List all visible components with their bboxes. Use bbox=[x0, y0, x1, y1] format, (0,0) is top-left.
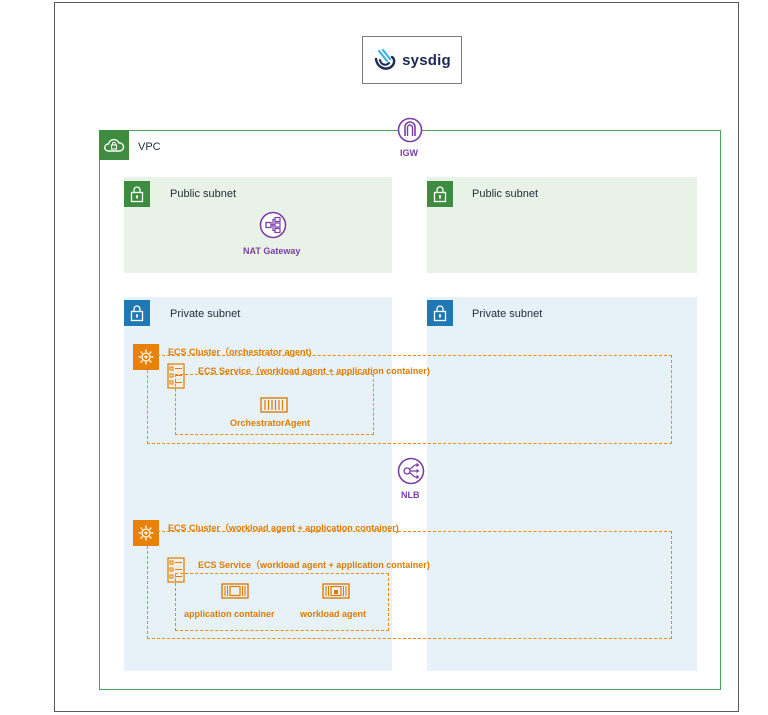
ecs-service-icon bbox=[166, 557, 186, 583]
public-subnet-left bbox=[124, 177, 392, 273]
application-container-icon bbox=[221, 583, 249, 599]
ecs-cluster-icon bbox=[133, 520, 159, 546]
application-container-label: application container bbox=[184, 609, 275, 619]
private-subnet-left bbox=[124, 297, 392, 671]
private-subnet-right bbox=[427, 297, 697, 671]
network-load-balancer-icon bbox=[397, 457, 425, 485]
internet-gateway-icon bbox=[397, 117, 423, 143]
lock-icon bbox=[124, 300, 150, 326]
public-subnet-right bbox=[427, 177, 697, 273]
nat-gateway-icon bbox=[259, 211, 287, 239]
ecs-cluster-orchestrator-boundary bbox=[147, 355, 672, 444]
ecs-cluster-workload-boundary bbox=[147, 531, 672, 639]
lock-icon bbox=[427, 181, 453, 207]
ecs-cluster-orchestrator-label: ECS Cluster（orchestrator agent) bbox=[168, 347, 312, 357]
task-container-icon bbox=[260, 397, 288, 413]
ecs-service-icon bbox=[166, 363, 186, 389]
lock-icon bbox=[124, 181, 150, 207]
lock-icon bbox=[427, 300, 453, 326]
ecs-cluster-icon bbox=[133, 344, 159, 370]
workload-agent-label: workload agent bbox=[300, 609, 367, 619]
private-subnet-right-label: Private subnet bbox=[472, 308, 543, 320]
igw-label: IGW bbox=[400, 148, 418, 158]
nat-gateway-label: NAT Gateway bbox=[243, 246, 301, 256]
public-subnet-right-label: Public subnet bbox=[472, 188, 539, 200]
orchestrator-agent-label: OrchestratorAgent bbox=[230, 418, 311, 428]
sysdig-logo: sysdig bbox=[362, 36, 462, 84]
vpc-label: VPC bbox=[138, 141, 161, 153]
ecs-cluster-workload-label: ECS Cluster（workload agent + application… bbox=[168, 523, 399, 533]
sysdig-logo-icon bbox=[374, 48, 396, 70]
ecs-task-workload-boundary bbox=[175, 573, 389, 631]
workload-agent-icon bbox=[322, 583, 350, 599]
cloud-lock-icon bbox=[99, 130, 129, 160]
logo-text: sysdig bbox=[402, 51, 451, 69]
nlb-label: NLB bbox=[401, 490, 420, 500]
private-subnet-left-label: Private subnet bbox=[170, 308, 241, 320]
ecs-service-workload-label: ECS Service（workload agent + application… bbox=[198, 560, 430, 570]
ecs-task-orchestrator-boundary bbox=[175, 374, 374, 435]
public-subnet-left-label: Public subnet bbox=[170, 188, 237, 200]
ecs-service-orchestrator-label: ECS Service（workload agent + application… bbox=[198, 366, 430, 376]
